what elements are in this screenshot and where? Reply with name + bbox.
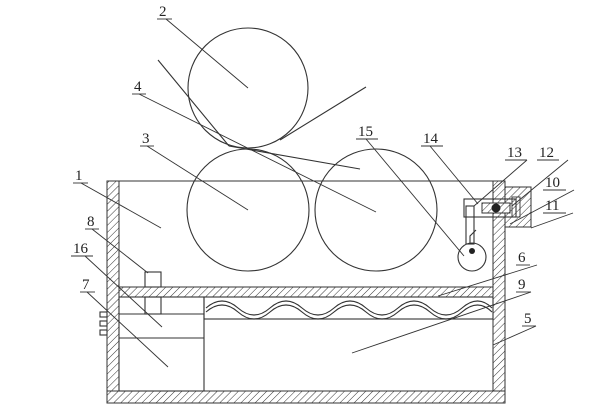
label-3: 3 <box>142 131 150 147</box>
right-wall <box>492 180 506 404</box>
bottom-right-roller <box>314 148 438 272</box>
web-strip-left <box>157 59 230 147</box>
leader-9 <box>351 291 532 354</box>
leader-2 <box>165 18 249 89</box>
housing <box>106 180 506 404</box>
leader-10 <box>509 189 575 225</box>
label-4: 4 <box>134 79 142 95</box>
leader-3 <box>146 145 249 211</box>
label-12: 12 <box>539 145 554 161</box>
label-14: 14 <box>423 131 439 147</box>
leader-lines <box>71 18 575 368</box>
label-15: 15 <box>358 124 373 140</box>
slider-pin <box>491 203 501 213</box>
label-6: 6 <box>518 250 526 266</box>
leader-15 <box>365 138 465 257</box>
scraper-hub <box>469 248 475 254</box>
screw-conveyor-wave-inner <box>205 304 493 320</box>
arm-bend <box>469 229 477 244</box>
label-16: 16 <box>73 241 89 257</box>
scraper-head <box>457 242 487 272</box>
connector-bottom <box>99 329 108 336</box>
leader-6 <box>437 264 538 297</box>
sensor-stem <box>144 296 162 315</box>
label-13: 13 <box>507 145 522 161</box>
lower-chamber <box>99 271 494 392</box>
screen-mesh-frame <box>203 296 494 320</box>
label-9: 9 <box>518 277 526 293</box>
label-5: 5 <box>524 311 532 327</box>
sensor-block <box>144 271 162 288</box>
label-11: 11 <box>545 198 559 214</box>
label-7: 7 <box>82 277 90 293</box>
leader-11 <box>530 212 574 229</box>
label-2: 2 <box>159 4 167 20</box>
connector-top <box>99 311 108 318</box>
leader-5 <box>492 325 537 346</box>
divider-plate <box>118 286 494 298</box>
leader-8 <box>91 228 149 274</box>
screw-conveyor-wave <box>205 300 493 316</box>
leader-16 <box>84 255 163 328</box>
web-strip-upper <box>279 86 367 141</box>
label-8: 8 <box>87 214 95 230</box>
leader-4 <box>138 93 377 213</box>
leader-14 <box>429 145 479 205</box>
bottom-wall <box>106 390 506 404</box>
label-1: 1 <box>75 168 83 184</box>
connector-middle <box>99 320 108 327</box>
spring-guide <box>511 196 521 218</box>
slider-housing <box>463 198 517 218</box>
leader-7 <box>86 291 169 368</box>
left-wall <box>106 180 120 404</box>
leader-1 <box>80 182 162 229</box>
rollers <box>157 27 438 272</box>
label-10: 10 <box>545 175 560 191</box>
leader-12 <box>511 159 569 207</box>
web-strip-middle <box>228 145 361 170</box>
part-labels: 2 4 3 1 8 16 7 15 14 13 12 10 11 6 9 5 <box>73 4 560 327</box>
leader-13 <box>473 159 528 207</box>
